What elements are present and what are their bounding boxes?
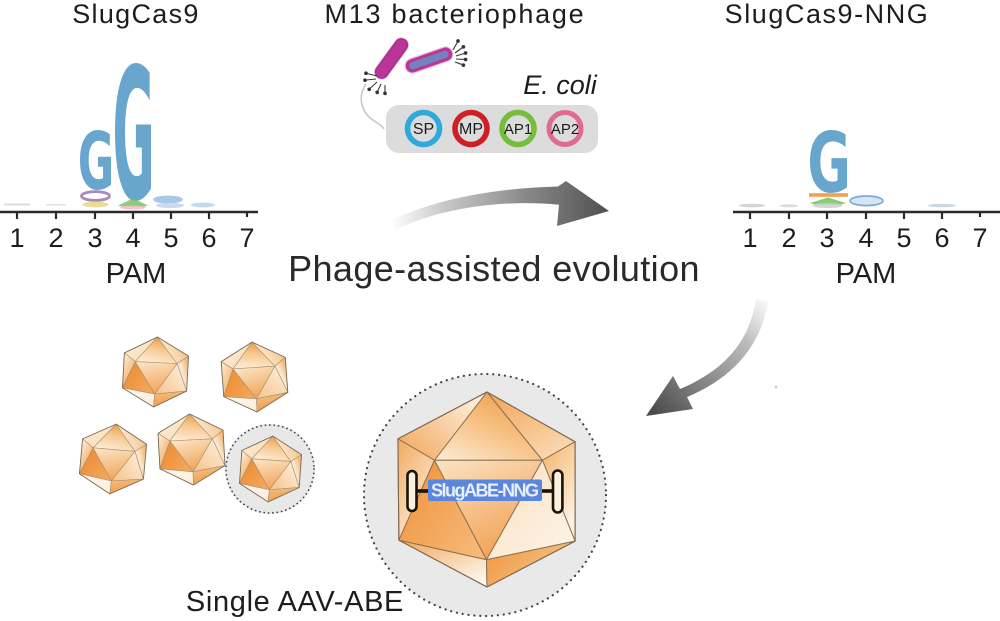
svg-text:3: 3	[819, 223, 834, 253]
svg-text:6: 6	[934, 223, 949, 253]
svg-text:2: 2	[781, 223, 796, 253]
svg-text:Single AAV-ABE: Single AAV-ABE	[186, 586, 404, 618]
svg-text:SlugCas9: SlugCas9	[72, 0, 199, 29]
svg-text:SP: SP	[413, 121, 434, 138]
svg-text:7: 7	[239, 223, 254, 253]
svg-text:PAM: PAM	[836, 258, 897, 290]
svg-text:PAM: PAM	[106, 258, 167, 290]
svg-text:AP1: AP1	[504, 121, 532, 138]
svg-text:5: 5	[163, 223, 178, 253]
svg-text:E. coli: E. coli	[523, 70, 598, 100]
svg-text:2: 2	[48, 223, 63, 253]
svg-text:SlugCas9-NNG: SlugCas9-NNG	[725, 0, 930, 29]
svg-text:SlugABE-NNG: SlugABE-NNG	[431, 481, 539, 501]
svg-text:1: 1	[9, 223, 24, 253]
svg-text:AP2: AP2	[551, 121, 579, 138]
svg-text:6: 6	[201, 223, 216, 253]
svg-text:4: 4	[125, 223, 140, 253]
svg-text:Phage-assisted evolution: Phage-assisted evolution	[288, 248, 700, 289]
svg-text:3: 3	[87, 223, 102, 253]
svg-text:5: 5	[896, 223, 911, 253]
svg-text:M13 bacteriophage: M13 bacteriophage	[325, 0, 586, 29]
svg-text:7: 7	[972, 223, 987, 253]
svg-text:4: 4	[858, 223, 873, 253]
svg-text:1: 1	[742, 223, 757, 253]
svg-text:MP: MP	[459, 121, 483, 138]
